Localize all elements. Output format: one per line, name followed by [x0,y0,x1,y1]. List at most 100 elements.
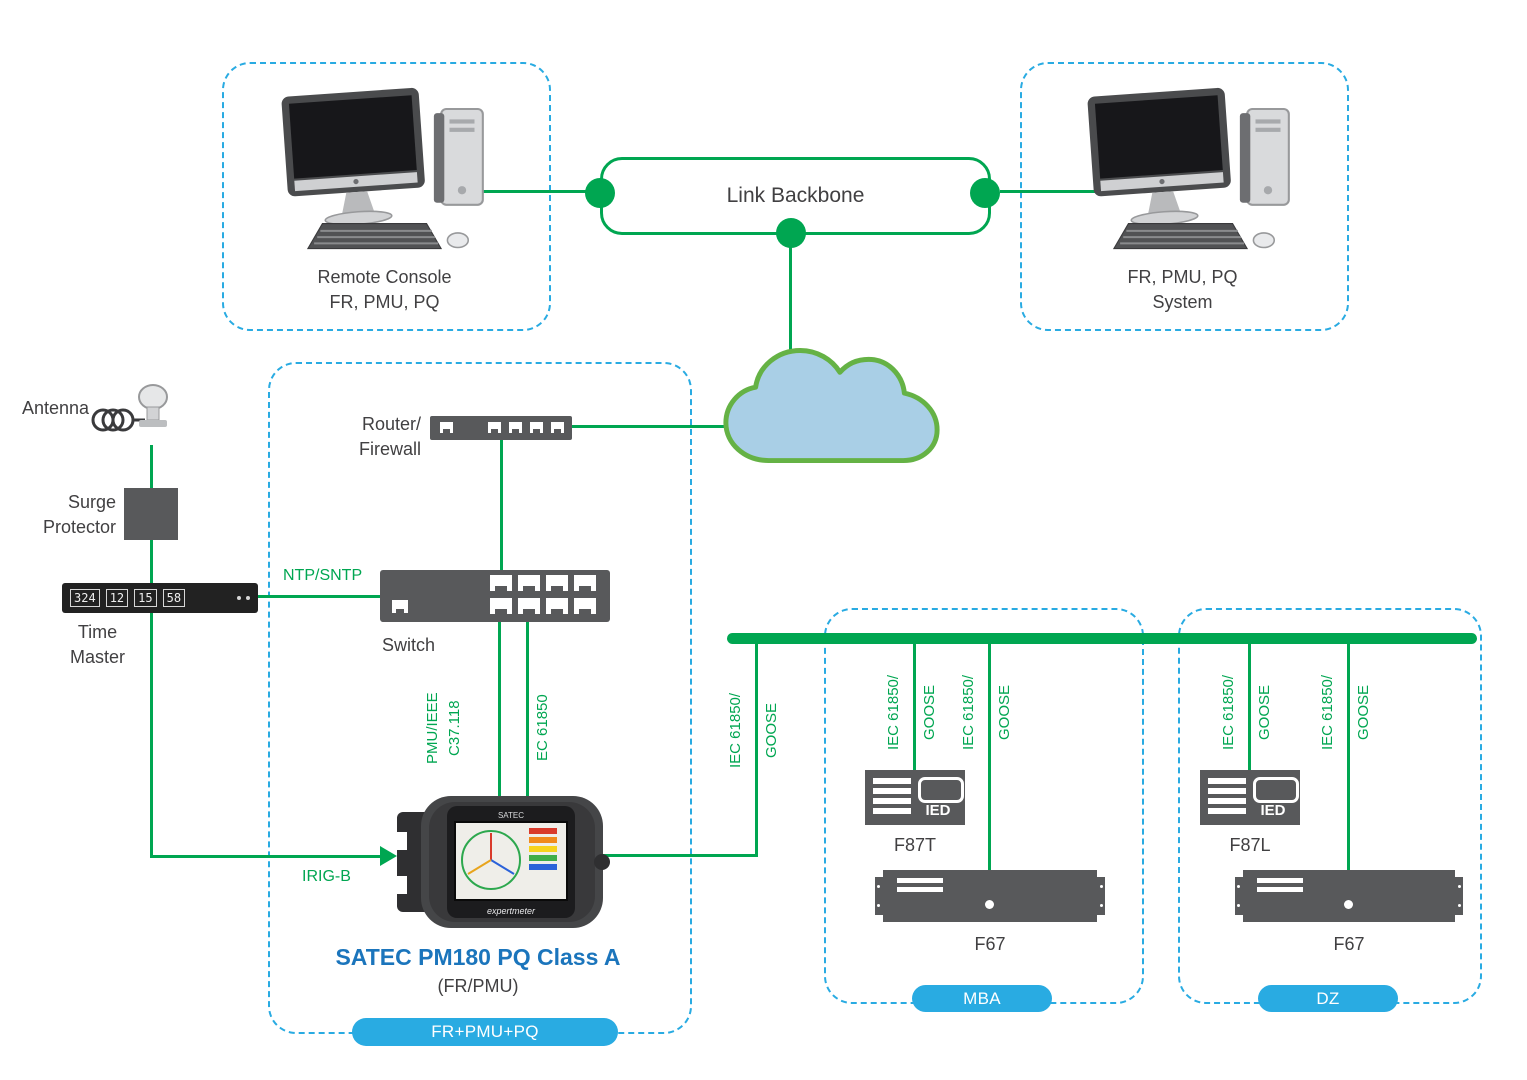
link-switch-to-pm180-iec [526,620,529,798]
pmu-ieee-label-line2: C37.118 [446,700,463,757]
iec61850-label-f67-mba: IEC 61850/ [960,674,977,751]
router-label: Router/ Firewall [358,414,421,460]
switch-label: Switch [382,635,436,655]
remote-console-label-line2: FR, PMU, PQ [329,292,440,313]
fr-pmu-pq-badge: FR+PMU+PQ [352,1018,618,1046]
link-router-to-switch [500,438,503,572]
link-bus-to-f87l [1248,640,1251,770]
backbone-node-dot-left [585,178,615,208]
relay-rack-f67-mba [875,870,1105,922]
pmu-ieee-label-line1: PMU/IEEE [424,692,441,765]
link-pm180-to-bus-v [755,640,758,856]
ied-display-icon [918,777,964,803]
computer-remote-console [262,86,512,258]
relay-rack-f67-dz [1235,870,1463,922]
system-label: FR, PMU, PQ System [1020,265,1345,315]
system-group-box [1020,62,1349,331]
iec61850-label-pm180: IEC 61850/ [727,692,744,768]
ied-label: IED [925,802,951,819]
surge-protector-label: Surge Protector [42,492,116,538]
ethernet-port-icon [488,422,501,433]
link-timemaster-down [150,611,153,857]
system-label-line1: FR, PMU, PQ [1127,267,1238,287]
pm180-title: SATEC PM180 PQ Class A [335,944,621,970]
indicator-leds [237,596,250,600]
pm180-device: SATEC expertmeter [395,796,610,928]
gps-antenna-icon [91,384,168,432]
link-remote-to-backbone [460,190,600,193]
goose-label-f67-dz: GOOSE [1355,685,1372,741]
pm180-subtitle: (FR/PMU) [437,976,519,996]
pm180-screen-brand-text: expertmeter [487,906,536,916]
cloud-icon [723,348,940,464]
goose-label-f67-mba: GOOSE [996,685,1013,741]
link-bus-to-f87t [913,640,916,770]
antenna-label: Antenna [22,398,90,418]
time-display-seg3: 15 [134,589,157,607]
remote-console-label: Remote Console FR, PMU, PQ [222,265,547,315]
link-antenna-to-surge [150,445,153,490]
ethernet-port-icon [546,598,568,614]
link-surge-to-timemaster [150,540,153,585]
link-timemaster-to-switch [242,595,380,598]
irig-b-label: IRIG-B [302,868,351,885]
surge-protector-device [124,488,178,540]
ntp-sntp-label: NTP/SNTP [283,567,363,584]
ethernet-port-icon [440,422,453,433]
ethernet-port-icon [490,598,512,614]
mba-badge: MBA [912,985,1052,1012]
link-irigb-to-pm180 [150,855,382,858]
ethernet-port-icon [530,422,543,433]
time-display-seg1: 324 [70,589,100,607]
irigb-arrowhead-icon [380,846,397,866]
system-label-line2: System [1152,292,1213,313]
iec61850-label-f87l: IEC 61850/ [1220,674,1237,751]
computer-system [1068,86,1318,258]
link-bus-to-f67-dz [1347,640,1350,872]
link-backbone-label: Link Backbone [726,184,865,207]
ethernet-port-icon [392,600,408,613]
f87l-label: F87L [1229,835,1271,855]
ethernet-port-icon [546,575,568,591]
backbone-node-dot-right [970,178,1000,208]
ethernet-port-icon [574,575,596,591]
link-cloud-to-router [572,425,747,428]
link-pm180-to-bus-h [600,854,758,857]
router-firewall-device [430,416,572,440]
link-switch-to-pm180-pmu [498,620,501,798]
f67-dz-label: F67 [1333,934,1365,954]
ethernet-port-icon [551,422,564,433]
goose-label-f87l: GOOSE [1256,685,1273,741]
ethernet-port-icon [490,575,512,591]
remote-console-label-line1: Remote Console [317,267,452,287]
iec61850-label-f87t: IEC 61850/ [885,674,902,751]
ied-display-icon [1253,777,1299,803]
ied-device-f87t: IED [865,770,965,825]
ethernet-port-icon [509,422,522,433]
goose-label-f87t: GOOSE [921,685,938,741]
pm180-brand-text: SATEC [498,811,524,820]
station-bus-bar [727,633,1477,644]
ied-device-f87l: IED [1200,770,1300,825]
time-display-seg4: 58 [162,589,186,607]
ethernet-port-icon [518,575,540,591]
phasor-diagram [461,830,521,890]
time-master-label: Time Master [69,622,125,668]
switch-device [380,570,610,622]
backbone-node-dot-bottom [776,218,806,248]
ec61850-label: EC 61850 [534,694,551,762]
ethernet-port-icon [518,598,540,614]
time-master-device: 324 12 15 58 [62,583,258,613]
f87t-label: F87T [893,835,936,855]
remote-console-group-box [222,62,551,331]
time-display-seg2: 12 [105,589,129,607]
dz-badge: DZ [1258,985,1398,1012]
link-bus-to-f67-mba [988,640,991,872]
link-backbone-to-system [1000,190,1110,193]
goose-label-pm180: GOOSE [763,702,780,758]
ethernet-port-icon [574,598,596,614]
ied-label: IED [1260,802,1286,819]
link-backbone-to-cloud [789,240,792,375]
f67-mba-label: F67 [974,934,1006,954]
